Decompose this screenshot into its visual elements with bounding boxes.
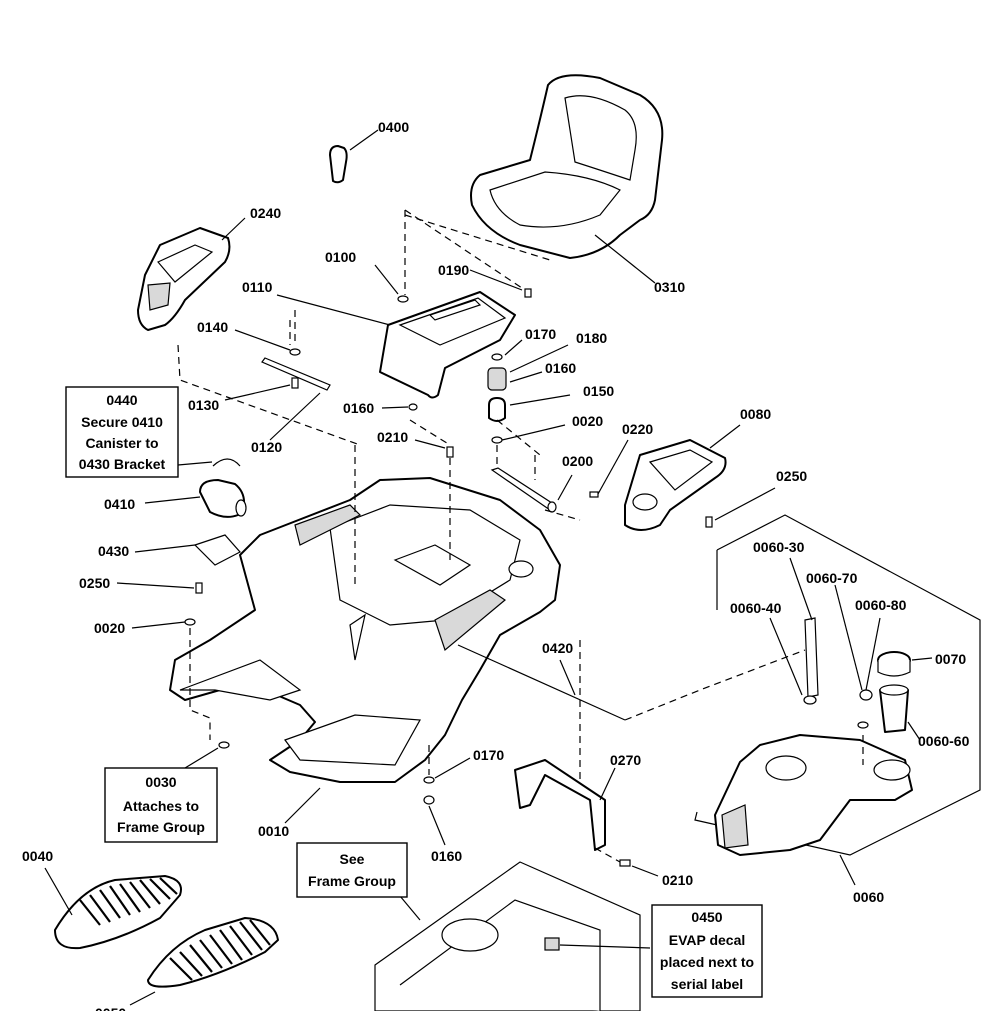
bolt-0220 bbox=[589, 439, 629, 498]
bolt-0190 bbox=[469, 269, 532, 298]
label-0160-mid: 0160 bbox=[343, 400, 374, 416]
rod-0420 bbox=[457, 640, 806, 790]
screw-0250-left bbox=[116, 582, 203, 594]
label-0400: 0400 bbox=[378, 119, 409, 135]
label-0210-upper: 0210 bbox=[377, 429, 408, 445]
callout-0030-line3: Frame Group bbox=[117, 819, 205, 835]
nut-0160-lower bbox=[423, 795, 446, 846]
label-0200: 0200 bbox=[562, 453, 593, 469]
label-0310: 0310 bbox=[654, 279, 685, 295]
label-0250-left: 0250 bbox=[79, 575, 110, 591]
fender-pod-0240 bbox=[137, 217, 246, 331]
fuel-tank-group-0060 bbox=[694, 514, 981, 886]
label-0060-70: 0060-70 bbox=[806, 570, 858, 586]
seat-rod-0200 bbox=[490, 445, 573, 513]
label-0060-80: 0060-80 bbox=[855, 597, 907, 613]
bracket-0430 bbox=[134, 534, 241, 566]
label-0220: 0220 bbox=[622, 421, 653, 437]
callout-0030-line1: 0030 bbox=[145, 774, 176, 790]
bracket-0270 bbox=[514, 759, 616, 851]
fender-pod-0080 bbox=[624, 424, 741, 531]
label-0130: 0130 bbox=[188, 397, 219, 413]
spring-stack-0180 bbox=[487, 339, 569, 391]
bumper-0150 bbox=[488, 371, 571, 422]
label-0060-30: 0060-30 bbox=[753, 539, 805, 555]
spring-bolt-0130 bbox=[224, 357, 331, 441]
label-0170-lower: 0170 bbox=[473, 747, 504, 763]
seat-0310 bbox=[470, 74, 664, 284]
canister-0410 bbox=[144, 479, 247, 518]
label-0020-upper: 0020 bbox=[572, 413, 603, 429]
label-0410: 0410 bbox=[104, 496, 135, 512]
label-0140: 0140 bbox=[197, 319, 228, 335]
callout-see-line2: Frame Group bbox=[308, 873, 396, 889]
callout-see-line1: See bbox=[340, 851, 365, 867]
knob-0400 bbox=[329, 129, 379, 184]
callout-0450-line4: serial label bbox=[671, 976, 743, 992]
label-0070: 0070 bbox=[935, 651, 966, 667]
callout-0450-line2: EVAP decal bbox=[669, 932, 746, 948]
label-0050-partial: 0050 bbox=[95, 1005, 126, 1011]
label-0170-upper: 0170 bbox=[525, 326, 556, 342]
foot-pad-0050 bbox=[129, 917, 279, 1006]
seat-bracket-0110 bbox=[276, 209, 526, 399]
label-0010: 0010 bbox=[258, 823, 289, 839]
callout-see-frame: See Frame Group bbox=[296, 842, 408, 898]
label-0060-40: 0060-40 bbox=[730, 600, 782, 616]
clip-0440 bbox=[212, 458, 241, 467]
callout-0440-line4: 0430 Bracket bbox=[79, 456, 166, 472]
part-number-labels: 0400 0240 0100 0190 0310 0110 0140 0170 … bbox=[22, 119, 970, 1011]
label-0020-left: 0020 bbox=[94, 620, 125, 636]
label-0240: 0240 bbox=[250, 205, 281, 221]
label-0160-lower: 0160 bbox=[431, 848, 462, 864]
callout-0440-line3: Canister to bbox=[85, 435, 158, 451]
label-0180: 0180 bbox=[576, 330, 607, 346]
screw-0250 bbox=[705, 487, 776, 528]
screw-0020-left bbox=[131, 618, 211, 740]
fender-body-0010 bbox=[169, 344, 561, 824]
callout-0440: 0440 Secure 0410 Canister to 0430 Bracke… bbox=[65, 386, 213, 478]
washer-0170-lower bbox=[423, 745, 471, 784]
bolt-0210-lower bbox=[594, 847, 659, 877]
label-0060: 0060 bbox=[853, 889, 884, 905]
callout-0450-line1: 0450 bbox=[691, 909, 722, 925]
callout-0440-line2: Secure 0410 bbox=[81, 414, 163, 430]
label-0120: 0120 bbox=[251, 439, 282, 455]
label-0060-60: 0060-60 bbox=[918, 733, 970, 749]
callout-0030-line2: Attaches to bbox=[123, 798, 199, 814]
callout-0450-line3: placed next to bbox=[660, 954, 754, 970]
label-0160-upper: 0160 bbox=[545, 360, 576, 376]
label-0100: 0100 bbox=[325, 249, 356, 265]
label-0430: 0430 bbox=[98, 543, 129, 559]
callout-0450: 0450 EVAP decal placed next to serial la… bbox=[651, 904, 763, 998]
assembly-dashed-lines bbox=[289, 214, 581, 560]
label-0040: 0040 bbox=[22, 848, 53, 864]
label-0110: 0110 bbox=[242, 279, 273, 295]
label-0420: 0420 bbox=[542, 640, 573, 656]
bolt-0020 bbox=[491, 424, 566, 444]
callout-0030: 0030 Attaches to Frame Group bbox=[104, 767, 218, 843]
washer-0140 bbox=[234, 310, 301, 356]
nut-0160 bbox=[381, 403, 418, 411]
label-0210-lower: 0210 bbox=[662, 872, 693, 888]
label-0080: 0080 bbox=[740, 406, 771, 422]
callout-0440-line1: 0440 bbox=[106, 392, 137, 408]
label-0150: 0150 bbox=[583, 383, 614, 399]
label-0190: 0190 bbox=[438, 262, 469, 278]
foot-pad-0040 bbox=[44, 867, 182, 950]
washer-0100 bbox=[374, 264, 409, 303]
label-0250-right: 0250 bbox=[776, 468, 807, 484]
frame-partial bbox=[374, 861, 651, 1011]
bolt-0210 bbox=[414, 439, 454, 458]
label-0270: 0270 bbox=[610, 752, 641, 768]
washer-0030 bbox=[184, 741, 230, 769]
